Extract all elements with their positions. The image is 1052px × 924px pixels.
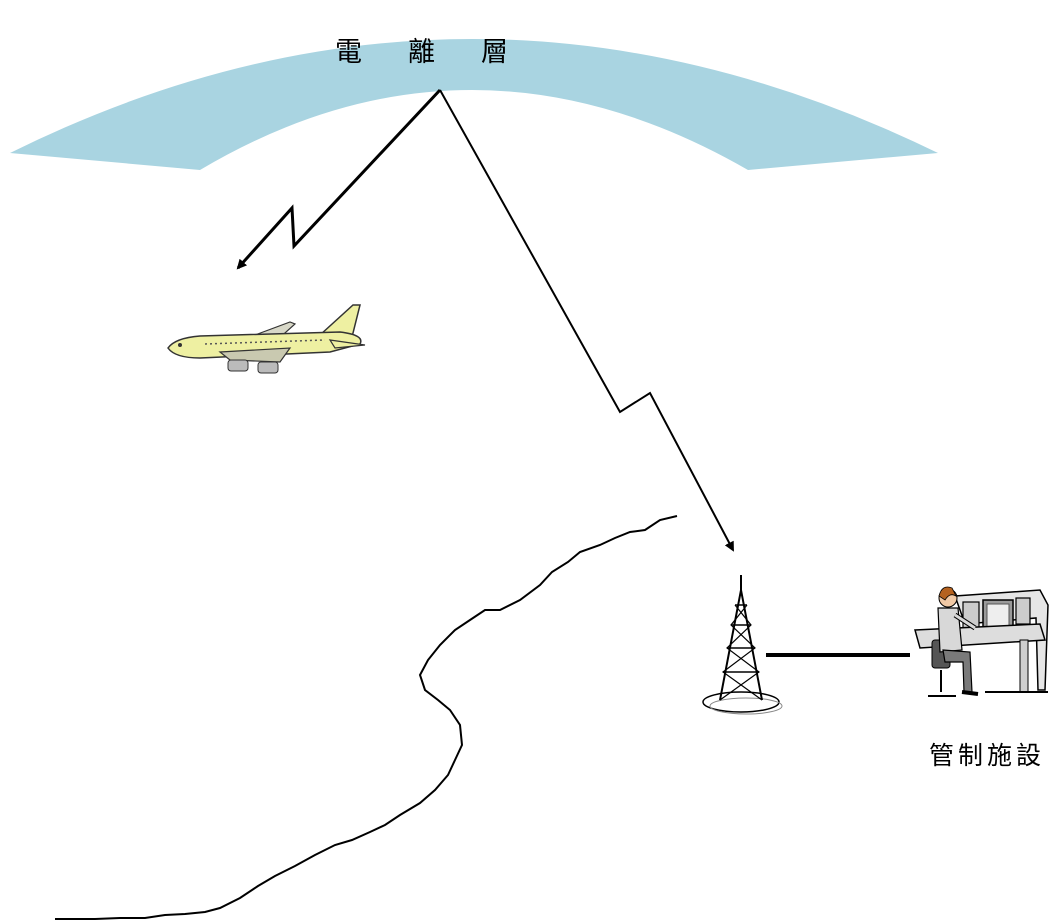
- coastline: [55, 515, 678, 920]
- ionosphere-label: 電離層: [335, 37, 554, 68]
- controller-console-icon: [914, 586, 1049, 697]
- signal-to-aircraft-arrow: [236, 88, 442, 270]
- ionosphere-band: [10, 39, 938, 170]
- signal-to-tower-arrow: [439, 89, 734, 552]
- aircraft-icon: [167, 304, 366, 374]
- radio-tower-icon: [702, 575, 783, 715]
- control-facility-label: 管制施設: [929, 741, 1046, 770]
